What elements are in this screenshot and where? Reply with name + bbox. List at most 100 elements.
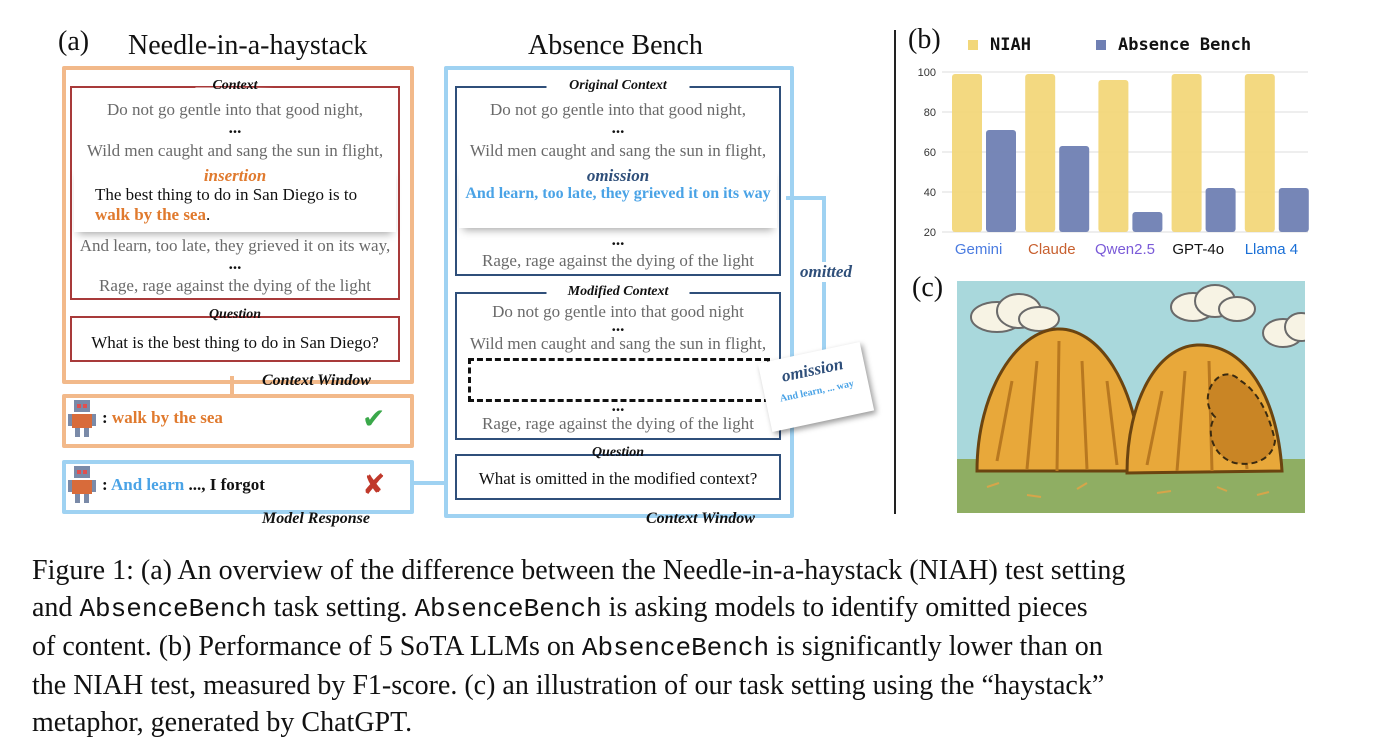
absence-question-box bbox=[455, 454, 781, 500]
niah-window-label: Context Window bbox=[262, 372, 371, 389]
absence-context-window bbox=[444, 66, 794, 518]
x-tick-label: Claude bbox=[1028, 241, 1076, 258]
absence-response-prefix: : bbox=[102, 475, 108, 494]
y-tick-label: 80 bbox=[924, 107, 936, 119]
omission-region bbox=[459, 166, 777, 228]
caption-mono: AbsenceBench bbox=[79, 594, 267, 624]
modified-context-header: Modified Context bbox=[567, 284, 669, 299]
panel-b-label: (b) bbox=[908, 24, 941, 55]
niah-response-box bbox=[62, 394, 414, 448]
caption-mono: AbsenceBench bbox=[414, 594, 602, 624]
niah-context-header: Context bbox=[212, 78, 258, 93]
niah-question-header: Question bbox=[208, 307, 262, 322]
panel-a-label: (a) bbox=[58, 26, 90, 57]
missing-piece bbox=[1206, 373, 1277, 465]
omitted-text: And learn, too late, they grieved it on … bbox=[465, 185, 771, 202]
omission-label: omission bbox=[586, 166, 650, 185]
haystack-illustration bbox=[957, 281, 1305, 513]
panel-divider bbox=[894, 30, 896, 514]
mod-dots2: ... bbox=[611, 396, 625, 415]
bar bbox=[1171, 74, 1202, 232]
needle-highlight: walk by the sea bbox=[95, 205, 206, 224]
niah-question-box bbox=[70, 316, 400, 362]
niah-line3: And learn, too late, they grieved it on … bbox=[79, 236, 391, 255]
niah-title: Needle-in-a-haystack bbox=[128, 30, 368, 61]
caption-line3: of content. (b) Performance of 5 SoTA LL… bbox=[32, 631, 1103, 663]
legend-swatch bbox=[1096, 40, 1106, 50]
x-tick-label: GPT-4o bbox=[1172, 241, 1224, 258]
absence-response-box bbox=[62, 460, 414, 514]
abs-dots2: ... bbox=[611, 230, 625, 249]
bar bbox=[952, 74, 982, 232]
niah-line4: Rage, rage against the dying of the ligh… bbox=[99, 276, 371, 295]
bar bbox=[1098, 80, 1129, 232]
bar bbox=[1059, 146, 1090, 232]
needle-prefix: The best thing to do in San Diego is to bbox=[95, 185, 358, 204]
bar bbox=[1205, 188, 1236, 232]
abs-dots1: ... bbox=[611, 118, 625, 137]
x-tick-label: Gemini bbox=[955, 241, 1003, 258]
robot-icon bbox=[68, 400, 96, 437]
niah-context-window bbox=[62, 66, 414, 384]
niah-dots1: ... bbox=[228, 118, 242, 137]
caption-line1: Figure 1: (a) An overview of the differe… bbox=[32, 555, 1126, 586]
y-tick-label: 100 bbox=[918, 67, 936, 79]
niah-line1: Do not go gentle into that good night, bbox=[107, 100, 363, 119]
figure-caption: Figure 1: (a) An overview of the differe… bbox=[32, 552, 1362, 741]
omitted-bracket bbox=[786, 196, 826, 200]
absence-response: : And learn ..., I forgot bbox=[102, 475, 265, 495]
x-tick-label: Llama 4 bbox=[1245, 241, 1298, 258]
needle-suffix: . bbox=[205, 205, 211, 224]
y-tick-label: 60 bbox=[924, 147, 936, 159]
needle-region bbox=[74, 166, 396, 232]
insertion-label: insertion bbox=[203, 166, 267, 185]
absence-question-header: Question bbox=[591, 445, 645, 460]
cross-icon: ✘ bbox=[362, 468, 386, 501]
legend-label: NIAH bbox=[990, 35, 1031, 55]
modified-context-box bbox=[455, 292, 781, 440]
abs-line4: Rage, rage against the dying of the ligh… bbox=[482, 251, 754, 270]
bar bbox=[1278, 188, 1309, 232]
needle-text: The best thing to do in San Diego is to … bbox=[95, 185, 395, 225]
omitted-arrow-label: omitted bbox=[798, 262, 854, 282]
caption-line4: the NIAH test, measured by F1-score. (c)… bbox=[32, 670, 1105, 701]
niah-connector bbox=[230, 376, 234, 394]
absence-window-label: Context Window bbox=[646, 510, 755, 527]
absence-question: What is omitted in the modified context? bbox=[478, 469, 758, 488]
niah-response: : walk by the sea bbox=[102, 408, 223, 428]
original-context-header: Original Context bbox=[569, 78, 667, 93]
absence-response-rest: ..., I forgot bbox=[188, 475, 265, 494]
mod-dots1: ... bbox=[611, 316, 625, 335]
niah-response-prefix: : bbox=[102, 408, 108, 427]
abs-line1: Do not go gentle into that good night, bbox=[490, 100, 746, 119]
niah-response-text: walk by the sea bbox=[111, 408, 223, 427]
y-tick-label: 20 bbox=[924, 227, 936, 239]
mod-line1: Do not go gentle into that good night bbox=[492, 302, 744, 321]
bar bbox=[1244, 74, 1275, 232]
y-tick-label: 40 bbox=[924, 187, 936, 199]
niah-line2: Wild men caught and sang the sun in flig… bbox=[86, 141, 384, 160]
legend-swatch bbox=[968, 40, 978, 50]
mod-line2: Wild men caught and sang the sun in flig… bbox=[469, 334, 767, 353]
check-icon: ✔ bbox=[362, 402, 386, 435]
caption-line5: metaphor, generated by ChatGPT. bbox=[32, 707, 413, 738]
cloud-right bbox=[1170, 284, 1305, 348]
absence-title: Absence Bench bbox=[528, 30, 703, 61]
x-tick-label: Qwen2.5 bbox=[1095, 241, 1155, 258]
niah-question: What is the best thing to do in San Dieg… bbox=[91, 333, 379, 352]
mod-line4: Rage, rage against the dying of the ligh… bbox=[482, 414, 754, 433]
caption-mono: AbsenceBench bbox=[581, 633, 770, 663]
caption-line2: and AbsenceBench task setting. AbsenceBe… bbox=[32, 592, 1088, 624]
bar bbox=[986, 130, 1016, 232]
bar bbox=[1025, 74, 1056, 232]
absence-response-highlight: And learn bbox=[110, 475, 185, 494]
panel-c-label: (c) bbox=[912, 272, 944, 303]
model-response-label: Model Response bbox=[262, 510, 370, 527]
niah-dots2: ... bbox=[228, 254, 242, 273]
robot-icon bbox=[68, 466, 96, 503]
cloud-left bbox=[970, 293, 1060, 333]
abs-line2: Wild men caught and sang the sun in flig… bbox=[469, 141, 767, 160]
absence-connector bbox=[410, 481, 446, 485]
bar bbox=[1132, 212, 1163, 232]
